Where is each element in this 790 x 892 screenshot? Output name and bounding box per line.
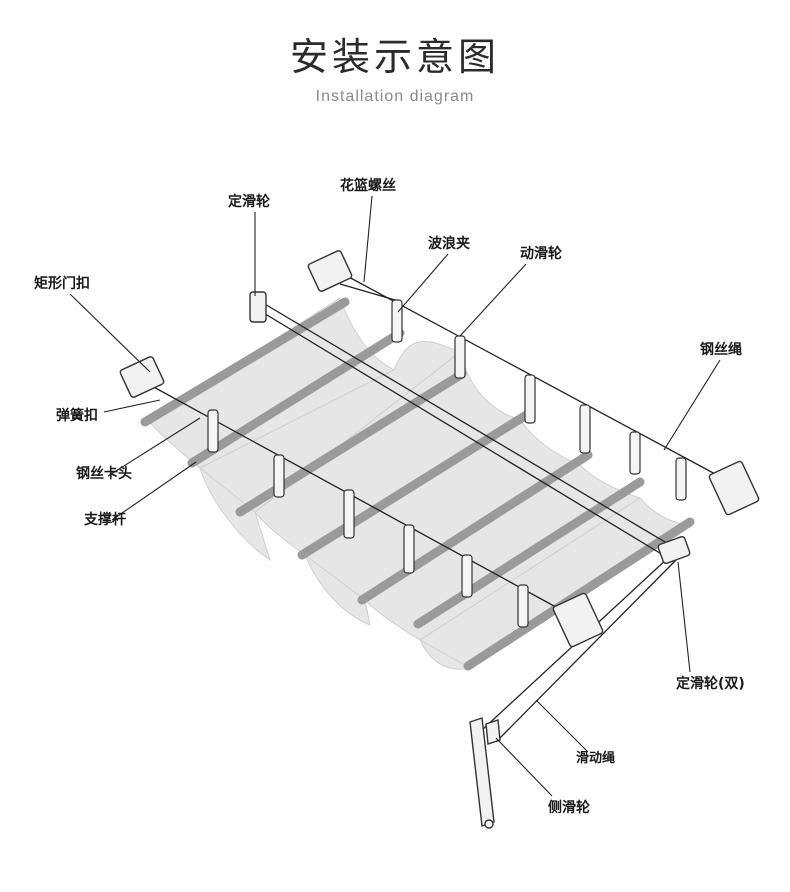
- label-support-rod: 支撑杆: [83, 511, 126, 528]
- page-subtitle: Installation diagram: [315, 88, 475, 105]
- label-wire-rope: 钢丝绳: [700, 341, 742, 358]
- label-side-pulley: 侧滑轮: [548, 799, 590, 816]
- label-spring-clip: 弹簧扣: [56, 407, 98, 424]
- wall-brackets: [119, 250, 760, 648]
- side-post: [469, 717, 501, 829]
- page-title: 安装示意图: [289, 35, 500, 79]
- label-fixed-pulley: 定滑轮: [228, 193, 270, 210]
- label-turnbuckle: 花篮螺丝: [340, 177, 396, 194]
- leader-lines: [69, 195, 721, 797]
- label-moving-pulley: 动滑轮: [520, 245, 562, 262]
- wire-ropes: [149, 274, 731, 743]
- label-rect-hook: 矩形门扣: [34, 275, 90, 292]
- label-wire-clamp: 钢丝卡头: [76, 465, 132, 482]
- label-double-fixed-pulley: 定滑轮(双): [676, 675, 745, 692]
- label-pull-rope: 滑动绳: [576, 750, 615, 766]
- label-wave-clip: 波浪夹: [428, 235, 470, 252]
